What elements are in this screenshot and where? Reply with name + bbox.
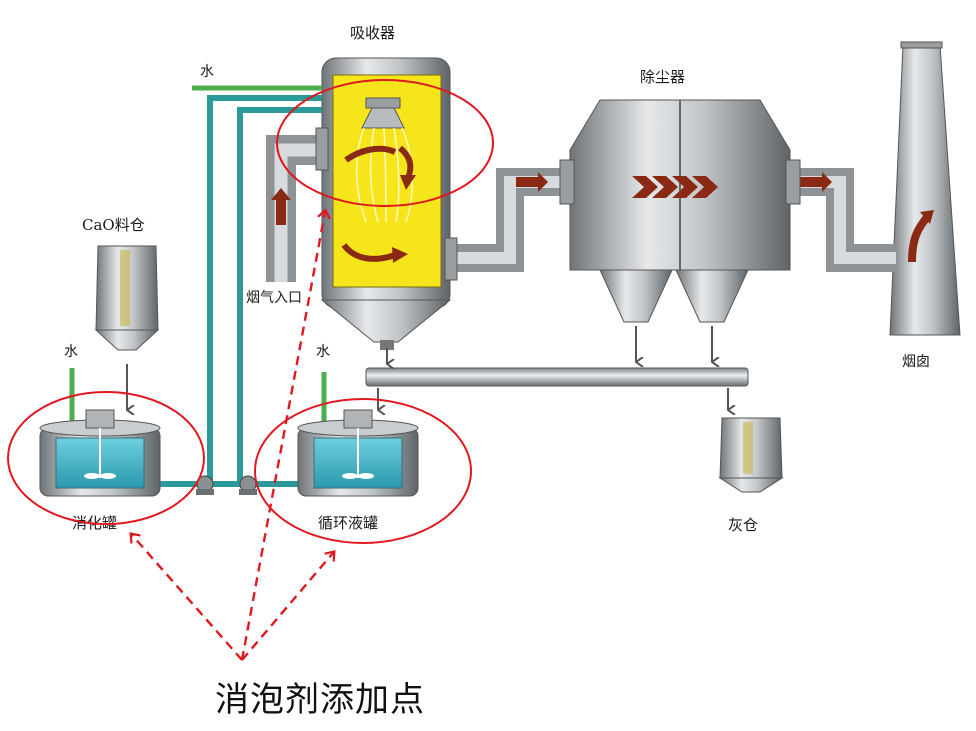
- pointer-arrows: [129, 208, 336, 661]
- pointer-arrow-slaking-tank: [129, 532, 243, 661]
- ash-conveyor: [365, 326, 749, 410]
- circulation-tank-label: 循环液罐: [318, 514, 378, 532]
- cao-silo: CaO料仓: [82, 216, 160, 410]
- ash-silo: 灰仓: [718, 417, 784, 534]
- chimney-label: 烟囱: [902, 354, 930, 370]
- cao-silo-label: CaO料仓: [82, 216, 145, 234]
- flue-gas-inlet-label: 烟气入口: [246, 290, 302, 306]
- pipes: 水 水 水: [64, 64, 330, 495]
- water-label-mid: 水: [316, 344, 330, 360]
- absorber: 吸收器: [315, 24, 458, 350]
- circulation-tank: 循环液罐: [297, 409, 419, 532]
- absorber-label: 吸收器: [350, 24, 395, 42]
- chevron-flow-icon: [632, 176, 718, 198]
- water-label-left: 水: [64, 344, 78, 360]
- ducts: [266, 135, 896, 282]
- dust-collector: 除尘器: [559, 68, 801, 323]
- highlight-circle-slaking-tank: [7, 391, 205, 525]
- pointer-arrow-circulation-tank: [241, 550, 336, 661]
- pointer-arrow-absorber: [240, 208, 331, 661]
- chimney: [889, 41, 961, 336]
- chimney-flow-arrow: [908, 213, 932, 263]
- pump-icon: [239, 475, 257, 495]
- highlight-marks: [7, 79, 494, 544]
- water-label-top: 水: [200, 64, 214, 80]
- pump-icon: [196, 475, 214, 495]
- defoamer-addition-caption: 消泡剂添加点: [215, 680, 425, 720]
- dust-collector-label: 除尘器: [640, 68, 685, 86]
- ash-silo-label: 灰仓: [728, 516, 758, 534]
- slaking-tank: 消化罐: [39, 409, 161, 532]
- highlight-circle-circulation-tank: [254, 398, 472, 544]
- highlight-circle-absorber: [276, 79, 494, 207]
